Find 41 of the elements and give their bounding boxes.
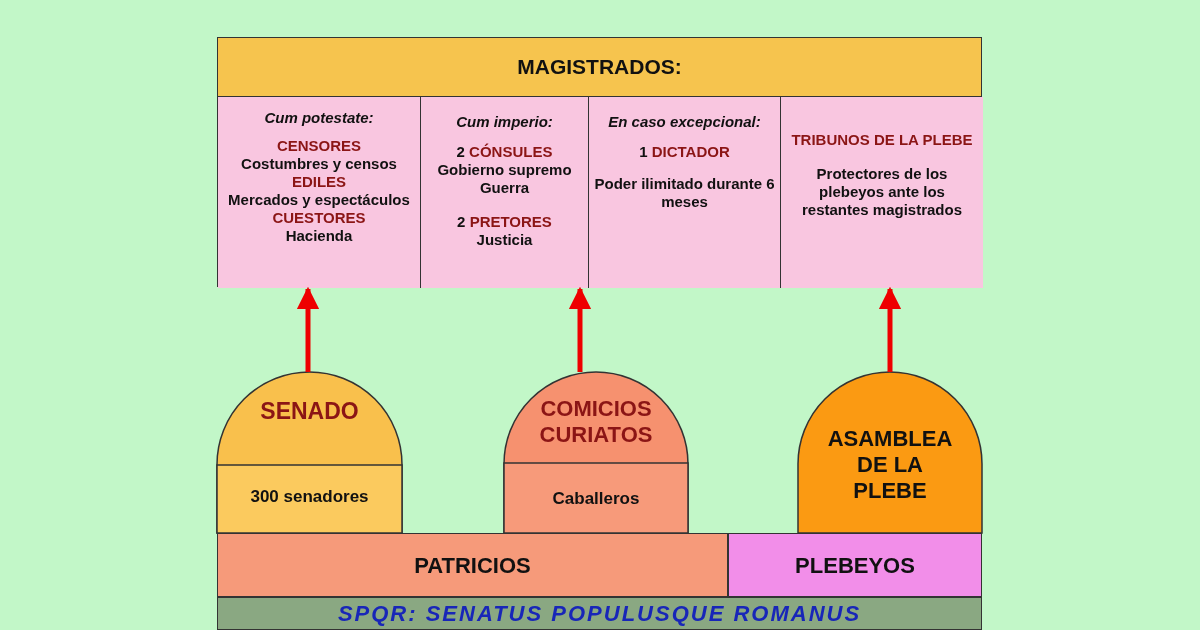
assembly-arch [217,372,402,533]
office-text: Costumbres y censos [240,155,398,173]
category-heading: En caso excepcional: [607,113,762,131]
office-title: EDILES [290,173,348,191]
arrow [296,286,320,372]
social-class-band [728,533,982,597]
office-text: Justicia [475,231,534,249]
office-title: TRIBUNOS DE LA PLEBE [790,131,974,149]
social-class-band [217,597,982,630]
band-label: PATRICIOS [413,552,532,580]
assembly-name: ASAMBLEA DE LA PLEBE [826,426,954,504]
office-text: Gobierno supremo [436,161,573,179]
assembly-members: Caballeros [551,488,641,509]
band-label: PLEBEYOS [794,552,916,580]
office-text: Protectores de los plebeyos ante los restantes magistrados [800,165,964,219]
band-label: SPQR: SENATUS POPULUSQUE ROMANUS [336,601,863,628]
magistrates-table [217,37,982,287]
office-text: Hacienda [284,227,354,245]
office-text: 2 CÓNSULES [455,143,554,161]
office-text: Poder ilimitado durante 6 meses [593,175,776,211]
office-title: CENSORES [275,137,363,155]
table-title: MAGISTRADOS: [516,55,683,79]
magistrate-cell [589,97,781,288]
assembly-name: SENADO [259,398,360,425]
category-heading: Cum imperio: [455,113,554,131]
office-text: 2 PRETORES [456,213,553,231]
assembly-name: COMICIOS CURIATOS [538,396,654,448]
category-heading: Cum potestate: [263,109,375,127]
magistrate-cell [421,97,589,288]
magistrate-cell [218,97,421,288]
office-title: CUESTORES [271,209,367,227]
arrow [568,286,592,372]
assembly-arch [798,372,982,533]
office-text: 1 DICTADOR [638,143,731,161]
social-class-band [217,533,728,597]
assembly-members: 300 senadores [249,486,370,507]
arrow [878,286,902,372]
office-text: Guerra [478,179,531,197]
assembly-arch [504,372,688,533]
office-text: Mercados y espectáculos [227,191,411,209]
magistrate-cell [781,97,983,288]
